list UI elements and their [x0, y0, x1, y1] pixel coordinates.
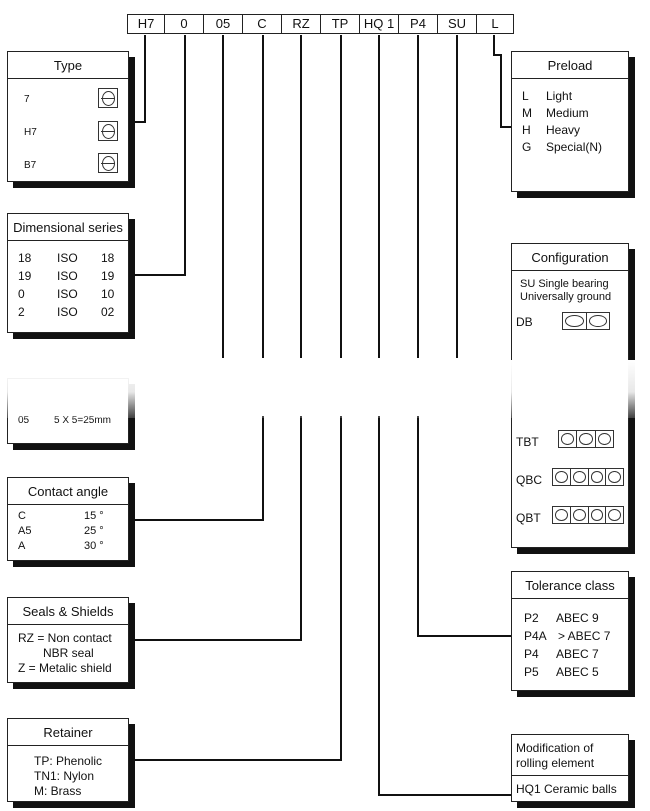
modification-value: HQ1 Ceramic balls [516, 782, 617, 796]
retainer-line: TP: Phenolic [34, 754, 103, 768]
configuration-subtitle: SU Single bearing [520, 278, 609, 290]
type-box: Type 7 H7 B7 [7, 51, 129, 182]
retainer-line: M: Brass [34, 784, 82, 798]
code-configuration: SU [437, 14, 477, 34]
seals-line: RZ = Non contact [18, 631, 112, 645]
seals-line: NBR seal [43, 646, 94, 660]
contact-angle-title: Contact angle [8, 478, 128, 505]
seals-shields-title: Seals & Shields [8, 598, 128, 625]
angular-bearing-icon [98, 153, 118, 173]
angular-bearing-high-speed-icon [98, 121, 118, 141]
tolerance-row: P4A> ABEC 7 [524, 629, 611, 643]
tbt-arrangement-icon [558, 430, 614, 448]
type-label-7: 7 [24, 94, 30, 105]
code-rolling-element: HQ 1 [359, 14, 399, 34]
type-label-b7: B7 [24, 160, 37, 171]
type-label-h7: H7 [24, 127, 37, 138]
code-preload: L [476, 14, 514, 34]
single-angular-bearing-icon [98, 88, 118, 108]
modification-title: Modification of rolling element [512, 735, 628, 776]
code-bore: 05 [203, 14, 243, 34]
code-tolerance: P4 [398, 14, 438, 34]
qbt-arrangement-icon [552, 506, 624, 524]
retainer-title: Retainer [8, 719, 128, 746]
type-box-title: Type [8, 52, 128, 79]
config-label-db: DB [516, 315, 533, 329]
preload-title: Preload [512, 52, 628, 79]
config-label-tbt: TBT [516, 435, 539, 449]
qbc-arrangement-icon [552, 468, 624, 486]
code-retainer: TP [320, 14, 360, 34]
config-label-qbt: QBT [516, 511, 541, 525]
db-arrangement-icon [562, 312, 610, 330]
config-label-qbc: QBC [516, 473, 543, 487]
modification-box: Modification of rolling element HQ1 Cera… [511, 734, 629, 802]
bore-code: 05 [18, 415, 30, 426]
retainer-line: TN1: Nylon [34, 769, 95, 783]
dimensional-series-title: Dimensional series [8, 214, 128, 241]
faded-band [0, 360, 650, 418]
retainer-box: Retainer TP: Phenolic TN1: Nylon M: Bras… [7, 718, 129, 802]
tolerance-class-title: Tolerance class [512, 572, 628, 599]
configuration-title: Configuration [512, 244, 628, 271]
seals-shields-box: Seals & Shields RZ = Non contact NBR sea… [7, 597, 129, 683]
code-contact-angle: C [242, 14, 282, 34]
seals-line: Z = Metalic shield [18, 661, 112, 675]
code-type: H7 [127, 14, 165, 34]
bore-text: 5 X 5=25mm [54, 415, 111, 426]
configuration-subtitle: Universally ground [520, 291, 612, 303]
code-seals: RZ [281, 14, 321, 34]
code-dimensional-series: 0 [164, 14, 204, 34]
